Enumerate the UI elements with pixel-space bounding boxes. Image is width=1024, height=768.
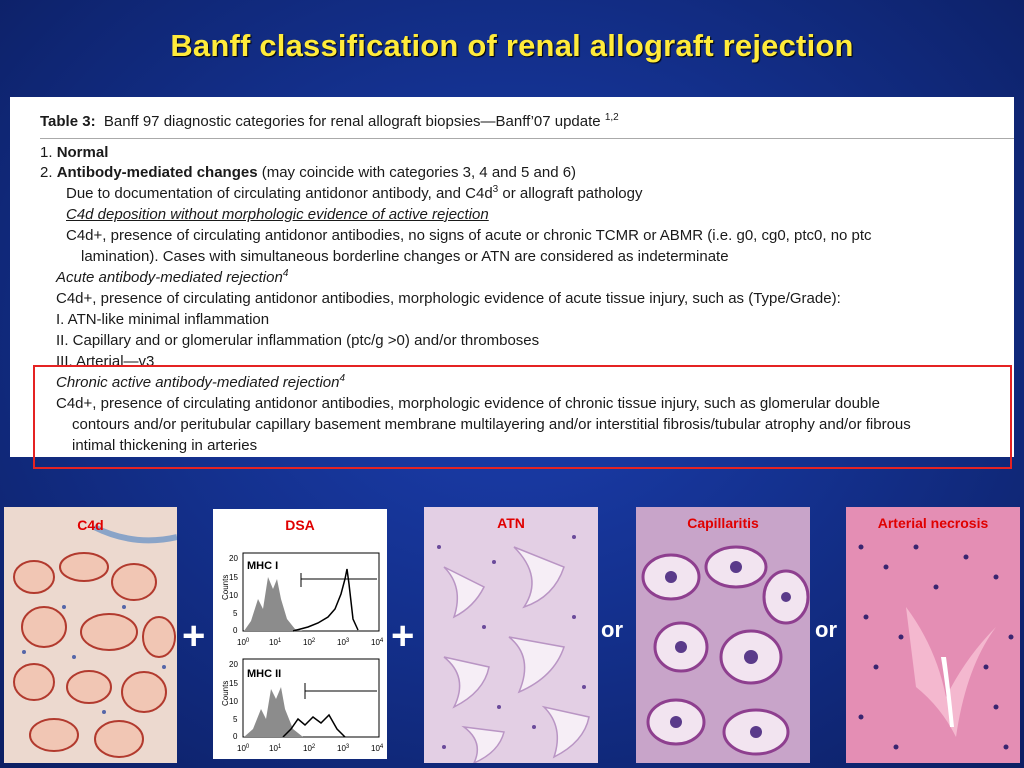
- capillaritis-label: Capillaritis: [687, 515, 759, 531]
- svg-text:10: 10: [229, 591, 238, 600]
- svg-text:104: 104: [371, 638, 384, 647]
- svg-text:5: 5: [233, 715, 238, 724]
- svg-text:20: 20: [229, 554, 238, 563]
- arterial-necrosis-label: Arterial necrosis: [877, 515, 989, 531]
- atn-label: ATN: [497, 515, 525, 531]
- table-caption-sup: 1,2: [604, 112, 619, 123]
- svg-text:15: 15: [229, 573, 238, 582]
- atn-histology-image: [424, 507, 598, 763]
- svg-text:101: 101: [269, 744, 282, 753]
- or-operator-2: or: [815, 617, 837, 642]
- or-operator-1: or: [601, 617, 623, 642]
- atn-image: ATN: [424, 507, 598, 763]
- category-antibody-mediated: 2. Antibody-mediated changes (may coinci…: [40, 164, 577, 181]
- capillaritis-histology-image: [636, 507, 810, 763]
- flow-cytometry-histograms: Counts 0 5 10 15 20 MHC I 100 101 102 10…: [221, 552, 384, 753]
- slide-title: Banff classification of renal allograft …: [170, 28, 854, 63]
- arterial-necrosis-histology-image: [846, 507, 1020, 763]
- svg-text:104: 104: [371, 744, 384, 753]
- line-documentation: Due to documentation of circulating anti…: [66, 184, 643, 203]
- table-caption: Table 3: Banff 97 diagnostic categories …: [40, 112, 619, 131]
- mhc1-plot-frame: [242, 552, 380, 632]
- mhc2-plot-frame: [242, 658, 380, 738]
- line-acute-amr-desc: C4d+, presence of circulating antidonor …: [56, 290, 841, 307]
- line-type-ii: II. Capillary and or glomerular inflamma…: [56, 332, 540, 349]
- mhc2-ylabel: Counts: [221, 681, 230, 706]
- c4d-stain-image: [4, 507, 177, 763]
- svg-text:20: 20: [229, 660, 238, 669]
- plus-operator-1: +: [182, 614, 206, 658]
- svg-text:0: 0: [233, 626, 238, 635]
- line-c4d-deposition: C4d deposition without morphologic evide…: [66, 206, 489, 223]
- svg-text:102: 102: [303, 744, 316, 753]
- dsa-label: DSA: [285, 517, 315, 533]
- svg-text:103: 103: [337, 638, 350, 647]
- svg-text:0: 0: [233, 732, 238, 741]
- line-type-i: I. ATN-like minimal inflammation: [56, 311, 270, 328]
- banff-table: Table 3: Banff 97 diagnostic categories …: [10, 97, 1014, 469]
- mhc1-ylabel: Counts: [221, 575, 230, 600]
- dsa-panel: DSA Counts 0 5 10 15 20 MHC I 100 101 10…: [213, 509, 387, 759]
- mhc2-label: MHC II: [247, 668, 281, 680]
- mhc1-label: MHC I: [247, 560, 278, 572]
- plus-operator-2: +: [391, 614, 415, 658]
- svg-text:15: 15: [229, 679, 238, 688]
- mhc2-control-histogram: [244, 687, 303, 737]
- line-chronic-amr: Chronic active antibody-mediated rejecti…: [56, 373, 346, 392]
- line-chronic-amr-desc: C4d+, presence of circulating antidonor …: [56, 395, 880, 412]
- svg-text:100: 100: [237, 744, 250, 753]
- line-acute-amr: Acute antibody-mediated rejection4: [56, 268, 289, 287]
- c4d-image: C4d: [4, 507, 177, 763]
- table-rule: [40, 138, 1014, 139]
- svg-text:5: 5: [233, 609, 238, 618]
- svg-text:103: 103: [337, 744, 350, 753]
- mhc1-control-histogram: [244, 577, 303, 631]
- mhc1-patient-histogram: [292, 568, 359, 632]
- category-normal: 1. Normal: [40, 144, 109, 161]
- mhc2-patient-histogram: [282, 713, 346, 738]
- svg-text:100: 100: [237, 638, 250, 647]
- line-chronic-amr-desc-3: intimal thickening in arteries: [72, 437, 258, 454]
- c4d-label: C4d: [77, 517, 104, 533]
- highlight-box: [33, 365, 1012, 469]
- capillaritis-image: Capillaritis: [636, 507, 810, 763]
- line-chronic-amr-desc-2: contours and/or peritubular capillary ba…: [72, 416, 911, 433]
- svg-text:10: 10: [229, 697, 238, 706]
- svg-text:101: 101: [269, 638, 282, 647]
- line-c4d-deposition-desc: C4d+, presence of circulating antidonor …: [66, 227, 872, 244]
- table-caption-label: Table 3:: [40, 113, 96, 130]
- line-c4d-deposition-desc-2: lamination). Cases with simultaneous bor…: [81, 248, 729, 265]
- table-caption-text: Banff 97 diagnostic categories for renal…: [103, 113, 601, 130]
- svg-text:102: 102: [303, 638, 316, 647]
- arterial-necrosis-image: Arterial necrosis: [846, 507, 1020, 763]
